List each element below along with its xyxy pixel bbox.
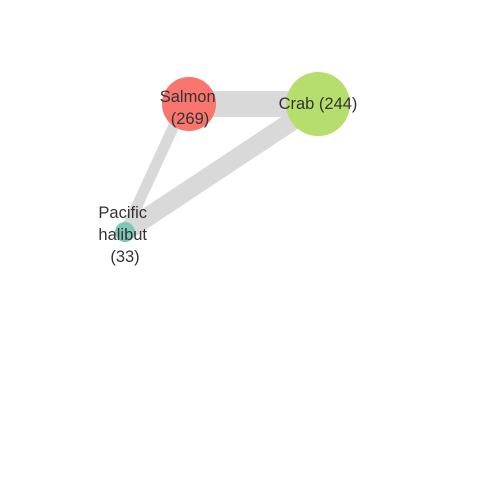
label-salmon-line-1: Salmon — [160, 88, 216, 106]
label-crab: Crab (244) — [279, 95, 358, 113]
label-pacific-halibut-line-1: Pacific — [98, 204, 147, 222]
label-pacific-halibut: Pacific halibut (33) — [98, 204, 151, 266]
label-pacific-halibut-line-3: (33) — [110, 248, 139, 266]
label-salmon: Salmon (269) — [160, 88, 221, 128]
node-crab — [286, 72, 350, 136]
label-crab-line-1: Crab (244) — [279, 95, 358, 113]
nodes — [115, 72, 350, 242]
node-pacific-halibut — [115, 222, 135, 242]
node-salmon — [162, 77, 216, 131]
label-salmon-line-2: (269) — [171, 110, 210, 128]
label-pacific-halibut-line-2: halibut — [98, 226, 147, 244]
edges — [119, 91, 324, 240]
edge-crab-pacific-halibut — [119, 96, 324, 240]
labels: Salmon (269) Crab (244) Pacific halibut … — [98, 88, 357, 266]
